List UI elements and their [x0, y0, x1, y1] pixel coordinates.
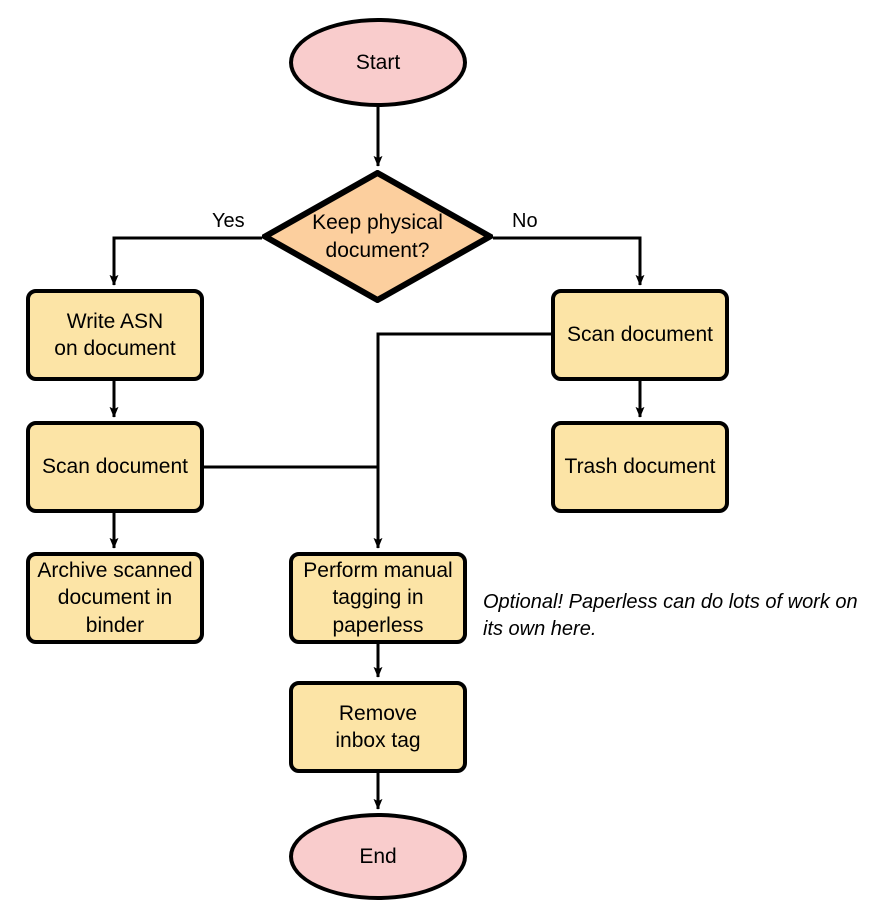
node-manual-tagging[interactable]: Perform manual tagging in paperless — [289, 552, 467, 644]
write-asn-line-1: Write ASN — [66, 309, 164, 333]
edge-scan-right-to-manual-tagging — [373, 332, 551, 549]
node-scan-document-right[interactable]: Scan document — [551, 289, 729, 381]
manual-tagging-line-1: Perform manual — [303, 559, 453, 583]
node-write-asn[interactable]: Write ASN on document — [26, 289, 204, 381]
annotation-line-1: Optional! Paperless can do lots of work … — [483, 591, 858, 613]
edge-label-no-text: No — [512, 210, 538, 232]
node-remove-inbox-tag-label: Remove inbox tag — [335, 700, 420, 755]
edge-label-no: No — [509, 210, 541, 233]
node-scan-document-left-label: Scan document — [42, 455, 188, 479]
edge-label-yes: Yes — [209, 210, 248, 233]
manual-tagging-line-3: paperless — [332, 613, 424, 637]
node-remove-inbox-tag[interactable]: Remove inbox tag — [289, 681, 467, 773]
node-start[interactable]: Start — [289, 18, 467, 107]
node-scan-document-right-label: Scan document — [567, 323, 713, 347]
node-end-label: End — [359, 844, 397, 868]
node-end[interactable]: End — [289, 813, 467, 900]
annotation-line-2: its own here. — [483, 617, 597, 640]
node-archive-in-binder[interactable]: Archive scanned document in binder — [26, 552, 204, 644]
annotation-optional-paperless: Optional! Paperless can do lots of work … — [483, 589, 883, 642]
edge-decision-to-write-asn — [109, 236, 262, 286]
node-manual-tagging-label: Perform manual tagging in paperless — [303, 557, 452, 639]
node-scan-document-left[interactable]: Scan document — [26, 421, 204, 513]
remove-inbox-line-2: inbox tag — [335, 729, 421, 752]
manual-tagging-line-2: tagging in — [332, 586, 424, 610]
archive-line-3: binder — [85, 613, 145, 637]
node-write-asn-label: Write ASN on document — [54, 308, 175, 363]
decision-line-1: Keep physical — [312, 211, 443, 235]
node-start-label: Start — [355, 50, 401, 74]
diamond-shape — [262, 170, 493, 303]
edge-label-yes-text: Yes — [212, 210, 245, 232]
remove-inbox-line-1: Remove — [338, 701, 418, 725]
edge-decision-to-scan-right — [493, 236, 645, 286]
archive-line-1: Archive scanned — [37, 559, 193, 583]
write-asn-line-2: on document — [54, 337, 176, 360]
archive-line-2: document in — [57, 586, 173, 610]
node-keep-physical-document-label: Keep physical document? — [262, 209, 493, 264]
node-archive-in-binder-label: Archive scanned document in binder — [37, 557, 192, 639]
node-keep-physical-document[interactable]: Keep physical document? — [262, 170, 493, 303]
decision-line-2: document? — [325, 238, 430, 262]
node-trash-document[interactable]: Trash document — [551, 421, 729, 513]
node-trash-document-label: Trash document — [564, 455, 716, 479]
